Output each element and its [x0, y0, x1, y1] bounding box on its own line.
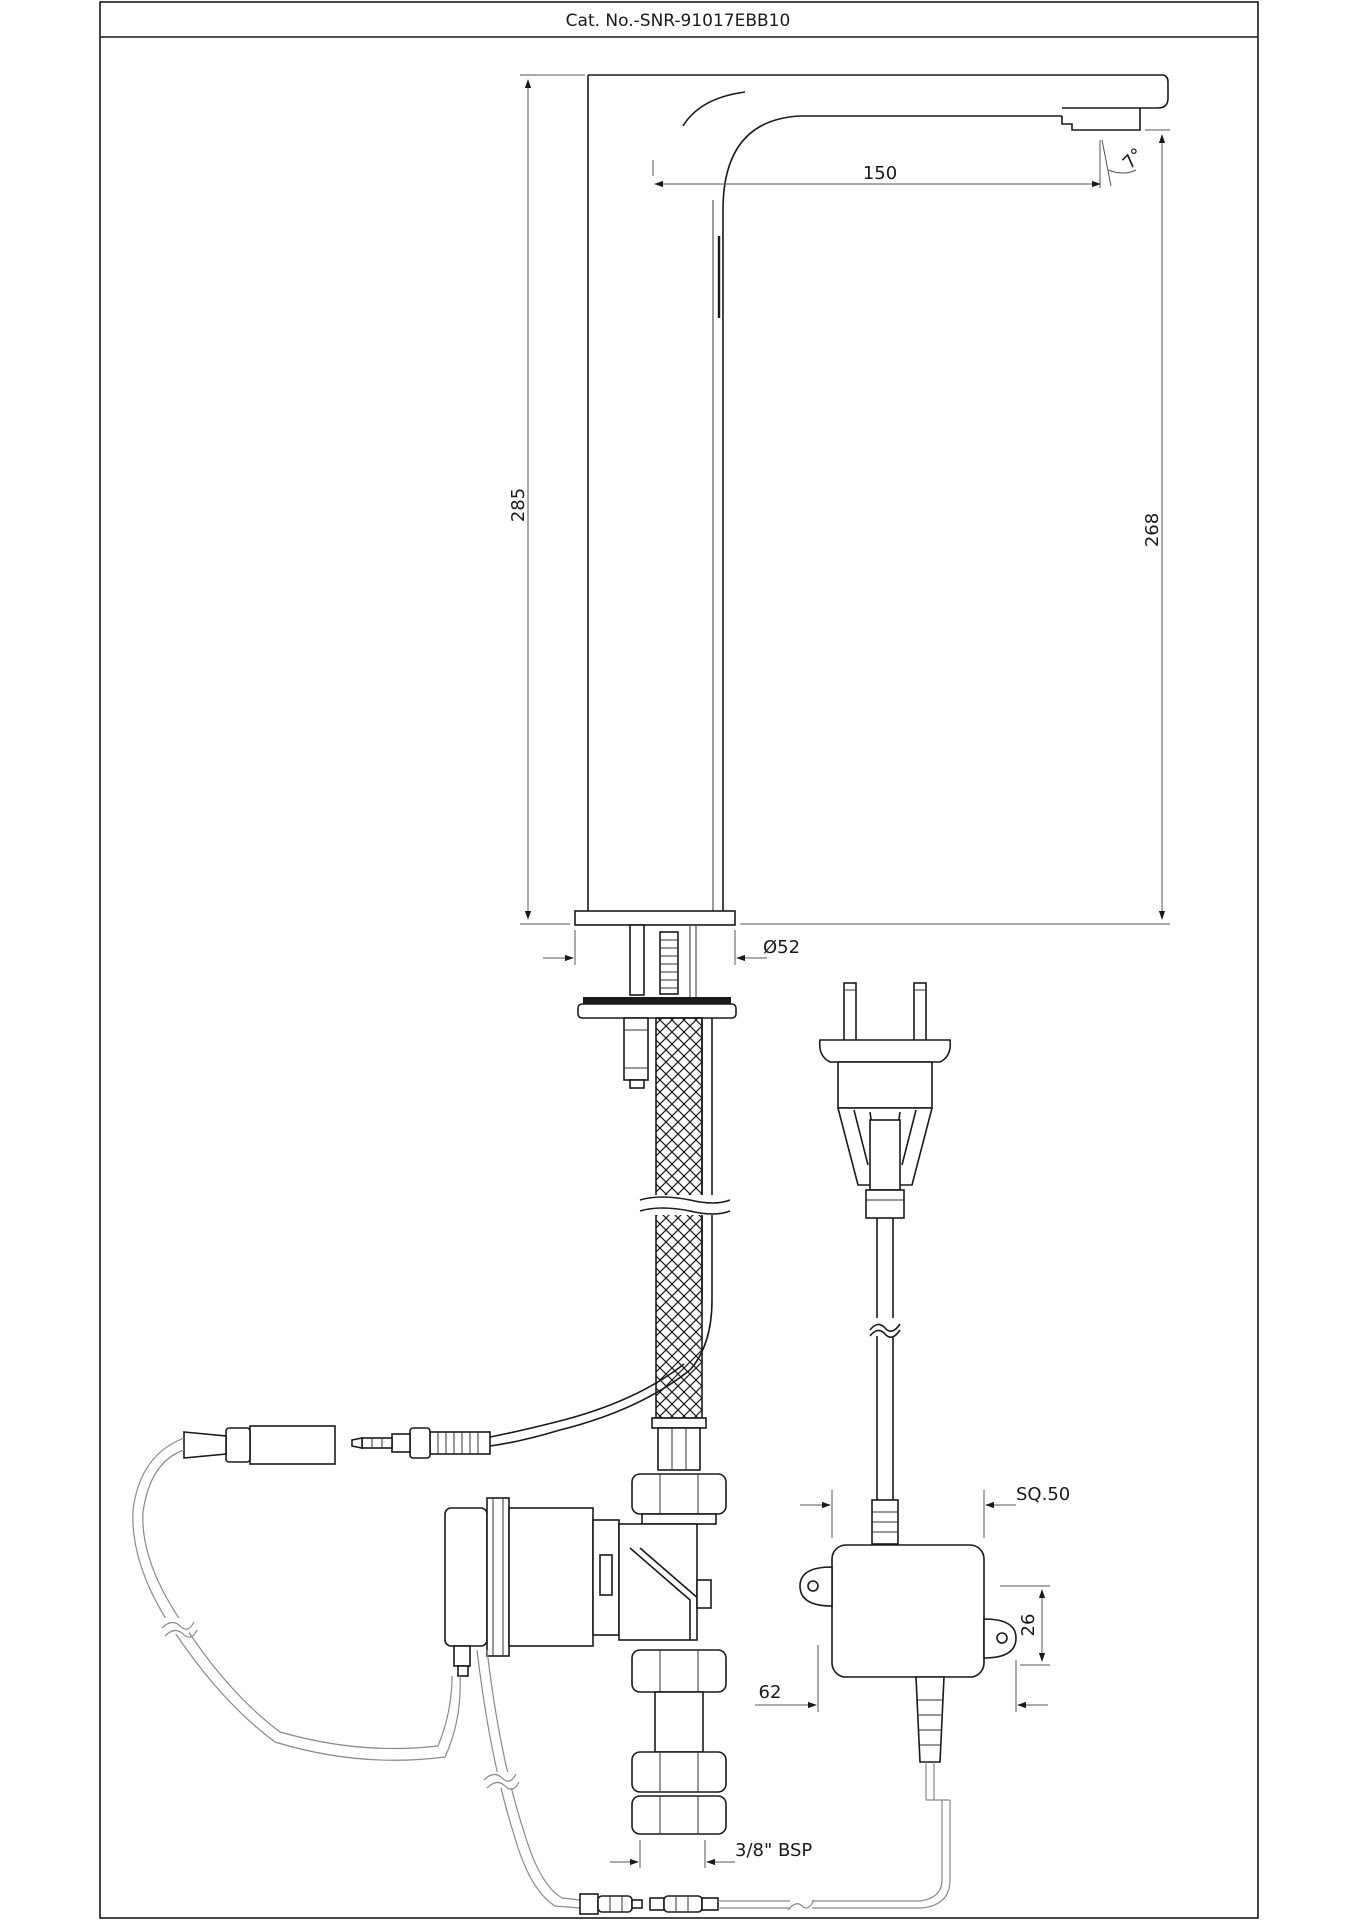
dim-diameter-label: Ø52 [763, 937, 800, 958]
frame-border [99, 1, 1259, 1919]
dim-box-width: SQ.50 [800, 1484, 1070, 1538]
dim-total-height: 285 [508, 74, 585, 925]
dim-62-label: 62 [759, 1682, 782, 1703]
valve-power-cable [476, 1649, 951, 1916]
dim-thread-label: 3/8" BSP [735, 1840, 812, 1861]
dim-26-label: 26 [1018, 1614, 1039, 1637]
solenoid-valve [444, 1497, 727, 1835]
dim-285-label: 285 [508, 488, 529, 522]
mounting-assembly [577, 924, 737, 1525]
dim-box-depth: 62 [755, 1645, 1048, 1712]
dim-angle: 7° [1101, 139, 1148, 187]
dim-base-diameter: Ø52 [543, 930, 800, 965]
catalog-number: Cat. No.-SNR-91017EBB10 [566, 11, 791, 31]
dim-150-label: 150 [863, 163, 897, 184]
dim-angle-label: 7° [1119, 144, 1148, 173]
dim-thread: 3/8" BSP [610, 1840, 812, 1868]
dim-reach: 150 [652, 140, 1101, 188]
sensor-connector [132, 1363, 691, 1761]
power-adapter-box [799, 1544, 1017, 1801]
dim-268-label: 268 [1142, 513, 1163, 547]
power-plug [818, 982, 952, 1545]
faucet-body [574, 74, 1169, 926]
dim-sq50-label: SQ.50 [1016, 1484, 1070, 1505]
dim-spout-height: 268 [740, 129, 1170, 925]
dim-box-offset: 26 [1000, 1585, 1050, 1666]
